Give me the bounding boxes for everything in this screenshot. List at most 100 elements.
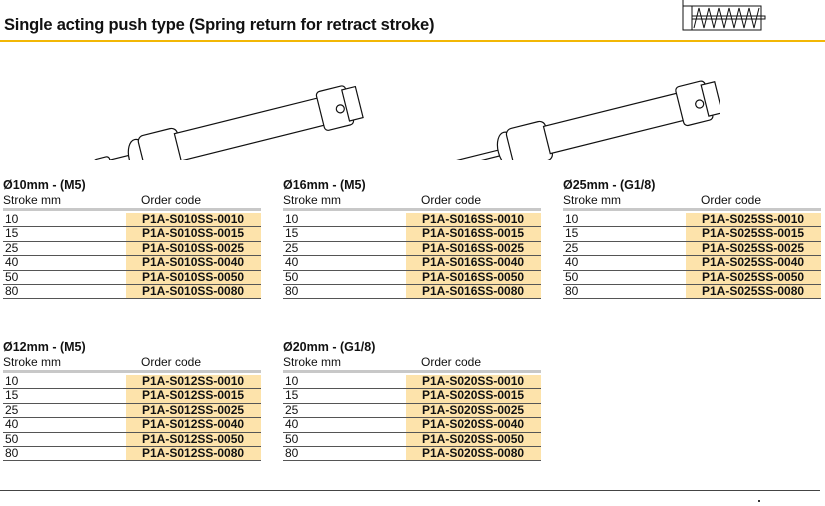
order-code: P1A-S016SS-0040 [406, 255, 541, 270]
order-code: P1A-S016SS-0010 [406, 212, 541, 227]
order-code: P1A-S012SS-0040 [126, 417, 261, 432]
order-code-header: Order code [701, 193, 762, 207]
order-code-header: Order code [421, 355, 482, 369]
order-code-header: Order code [141, 355, 202, 369]
bore-heading: Ø10mm - (M5) [3, 178, 86, 192]
order-code-header: Order code [421, 193, 482, 207]
table-row: 15 P1A-S020SS-0015 [283, 388, 541, 404]
stroke-header: Stroke mm [283, 193, 342, 207]
stroke-value: 15 [285, 388, 299, 403]
cylinder-retracted-image [93, 85, 364, 160]
table-row: 80 P1A-S010SS-0080 [3, 283, 261, 300]
bore-heading: Ø12mm - (M5) [3, 340, 86, 354]
order-code: P1A-S010SS-0015 [126, 226, 261, 241]
order-code: P1A-S025SS-0025 [686, 241, 821, 256]
order-code: P1A-S012SS-0025 [126, 403, 261, 418]
table-header: Stroke mm Order code [283, 355, 541, 373]
table-header: Stroke mm Order code [3, 193, 261, 211]
table-row: 15 P1A-S025SS-0015 [563, 226, 821, 242]
stroke-header: Stroke mm [283, 355, 342, 369]
order-code: P1A-S010SS-0050 [126, 270, 261, 284]
stroke-value: 15 [285, 226, 299, 241]
table-row: 50 P1A-S025SS-0050 [563, 269, 821, 285]
stroke-value: 40 [5, 255, 19, 270]
stroke-value: 80 [5, 445, 19, 460]
order-code: P1A-S010SS-0010 [126, 212, 261, 227]
stroke-value: 10 [565, 212, 579, 226]
stroke-header: Stroke mm [563, 193, 622, 207]
order-code: P1A-S025SS-0015 [686, 226, 821, 241]
table-row: 10 P1A-S016SS-0010 [283, 212, 541, 228]
table-header: Stroke mm Order code [283, 193, 541, 211]
stroke-value: 15 [5, 226, 19, 241]
bore-heading: Ø16mm - (M5) [283, 178, 366, 192]
table-row: 10 P1A-S010SS-0010 [3, 212, 261, 228]
table-row: 25 P1A-S020SS-0025 [283, 402, 541, 419]
page-title: Single acting push type (Spring return f… [4, 16, 435, 34]
order-code: P1A-S020SS-0040 [406, 417, 541, 432]
table-row: 25 P1A-S010SS-0025 [3, 240, 261, 257]
bottom-rule [0, 490, 820, 491]
stroke-value: 10 [285, 374, 299, 388]
stroke-value: 25 [5, 240, 19, 255]
order-code: P1A-S012SS-0080 [126, 446, 261, 461]
stroke-value: 50 [5, 431, 19, 446]
order-code: P1A-S025SS-0050 [686, 270, 821, 284]
table-row: 80 P1A-S012SS-0080 [3, 445, 261, 462]
stroke-value: 40 [565, 255, 579, 270]
stroke-value: 10 [5, 212, 19, 226]
table-row: 40 P1A-S012SS-0040 [3, 417, 261, 433]
stroke-value: 25 [285, 402, 299, 417]
order-code: P1A-S020SS-0010 [406, 374, 541, 389]
table-header: Stroke mm Order code [563, 193, 821, 211]
order-code: P1A-S025SS-0080 [686, 284, 821, 299]
order-code: P1A-S016SS-0025 [406, 241, 541, 256]
table-row: 10 P1A-S025SS-0010 [563, 212, 821, 228]
table-row: 10 P1A-S020SS-0010 [283, 374, 541, 390]
table-row: 15 P1A-S010SS-0015 [3, 226, 261, 242]
order-code: P1A-S020SS-0015 [406, 388, 541, 403]
order-code: P1A-S010SS-0025 [126, 241, 261, 256]
stroke-value: 10 [285, 212, 299, 226]
order-code: P1A-S016SS-0015 [406, 226, 541, 241]
cylinder-extended-image [429, 80, 720, 160]
stroke-value: 50 [285, 431, 299, 446]
order-code-header: Order code [141, 193, 202, 207]
stroke-value: 25 [5, 402, 19, 417]
stroke-value: 40 [285, 417, 299, 432]
stroke-value: 80 [5, 283, 19, 298]
order-code: P1A-S010SS-0080 [126, 284, 261, 299]
order-code: P1A-S020SS-0050 [406, 432, 541, 446]
table-row: 25 P1A-S016SS-0025 [283, 240, 541, 257]
order-code: P1A-S012SS-0050 [126, 432, 261, 446]
stroke-value: 25 [285, 240, 299, 255]
order-code: P1A-S020SS-0025 [406, 403, 541, 418]
order-code: P1A-S012SS-0010 [126, 374, 261, 389]
stroke-value: 15 [565, 226, 579, 241]
table-row: 40 P1A-S020SS-0040 [283, 417, 541, 433]
title-rule [0, 40, 825, 42]
stroke-value: 50 [565, 269, 579, 284]
table-row: 10 P1A-S012SS-0010 [3, 374, 261, 390]
stroke-value: 50 [285, 269, 299, 284]
stroke-value: 40 [5, 417, 19, 432]
table-row: 50 P1A-S020SS-0050 [283, 431, 541, 447]
order-code: P1A-S025SS-0010 [686, 212, 821, 227]
table-row: 25 P1A-S012SS-0025 [3, 402, 261, 419]
order-code: P1A-S016SS-0080 [406, 284, 541, 299]
order-code: P1A-S010SS-0040 [126, 255, 261, 270]
stroke-header: Stroke mm [3, 193, 62, 207]
stroke-value: 10 [5, 374, 19, 388]
